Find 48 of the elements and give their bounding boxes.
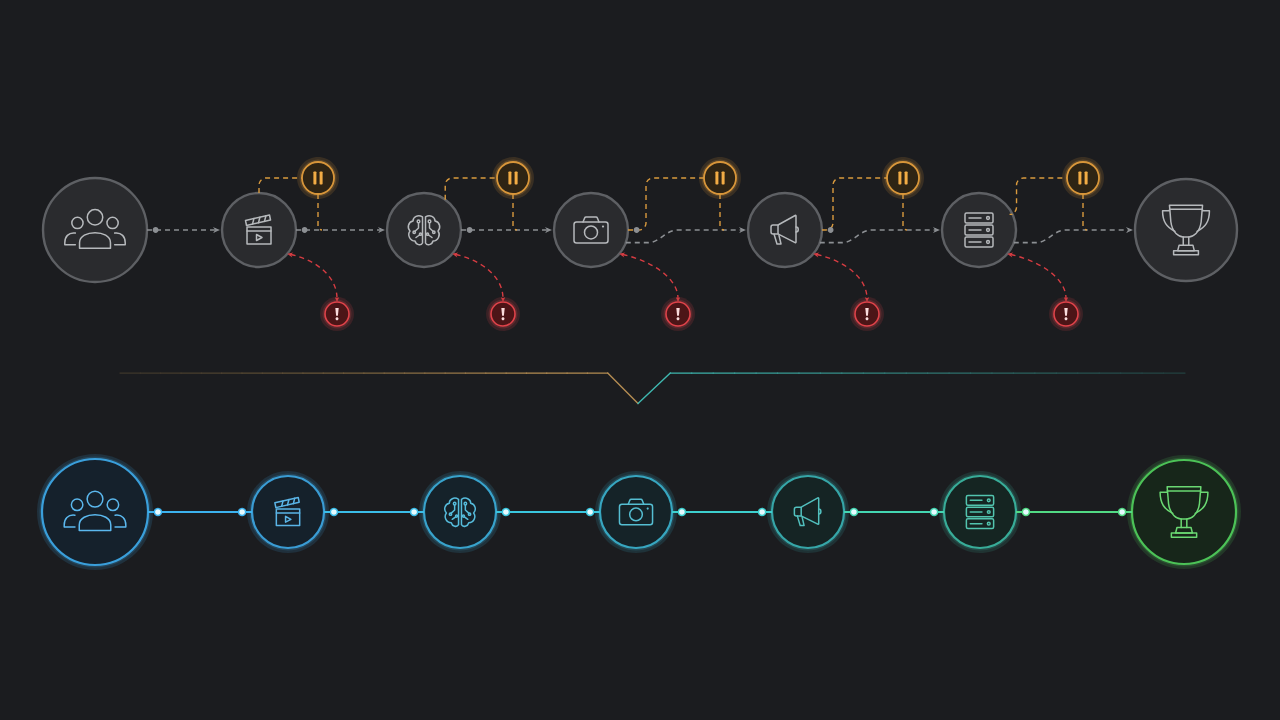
curved-arrow [453, 252, 505, 302]
dashed-line [719, 193, 725, 231]
dashed-line [902, 193, 908, 231]
step-circle [41, 176, 149, 284]
alert-badge [850, 297, 884, 331]
connector-line [324, 507, 424, 517]
curved-arrow [814, 252, 869, 302]
step-circle [419, 471, 501, 553]
dashed-arrow [624, 226, 746, 244]
step-circle [220, 191, 298, 269]
dashed-line [512, 193, 518, 231]
connector-line [1016, 507, 1132, 517]
dashed-line [627, 177, 705, 233]
dashed-arrow [818, 226, 940, 244]
alert-badge [486, 297, 520, 331]
step-circle [385, 191, 463, 269]
step-circle [746, 191, 824, 269]
step-circle [940, 191, 1018, 269]
dashed-line [444, 177, 498, 201]
step-circle [247, 471, 329, 553]
step-circle [552, 191, 630, 269]
pause-badge [699, 157, 741, 199]
dashed-line [258, 177, 303, 194]
pause-badge [1062, 157, 1104, 199]
step-circle [37, 454, 153, 570]
dashed-line [1008, 177, 1068, 216]
connector-line [496, 507, 600, 517]
step-circle [595, 471, 677, 553]
pause-badge [492, 157, 534, 199]
step-circle [1133, 177, 1239, 283]
step-circle [1127, 455, 1241, 569]
dashed-line [317, 193, 323, 231]
pause-badge [297, 157, 339, 199]
pause-badge [882, 157, 924, 199]
dashed-arrow [1012, 226, 1133, 244]
dashed-line [1082, 193, 1088, 231]
curved-arrow [620, 252, 680, 302]
step-circle [767, 471, 849, 553]
alert-badge [1049, 297, 1083, 331]
connector-line [672, 507, 772, 517]
connector-line [148, 507, 252, 517]
alert-badge [320, 297, 354, 331]
dashed-line [821, 177, 888, 233]
connector-line [844, 507, 944, 517]
curved-arrow [1007, 252, 1068, 302]
alert-badge [661, 297, 695, 331]
step-circle [939, 471, 1021, 553]
curved-arrow [288, 252, 339, 302]
